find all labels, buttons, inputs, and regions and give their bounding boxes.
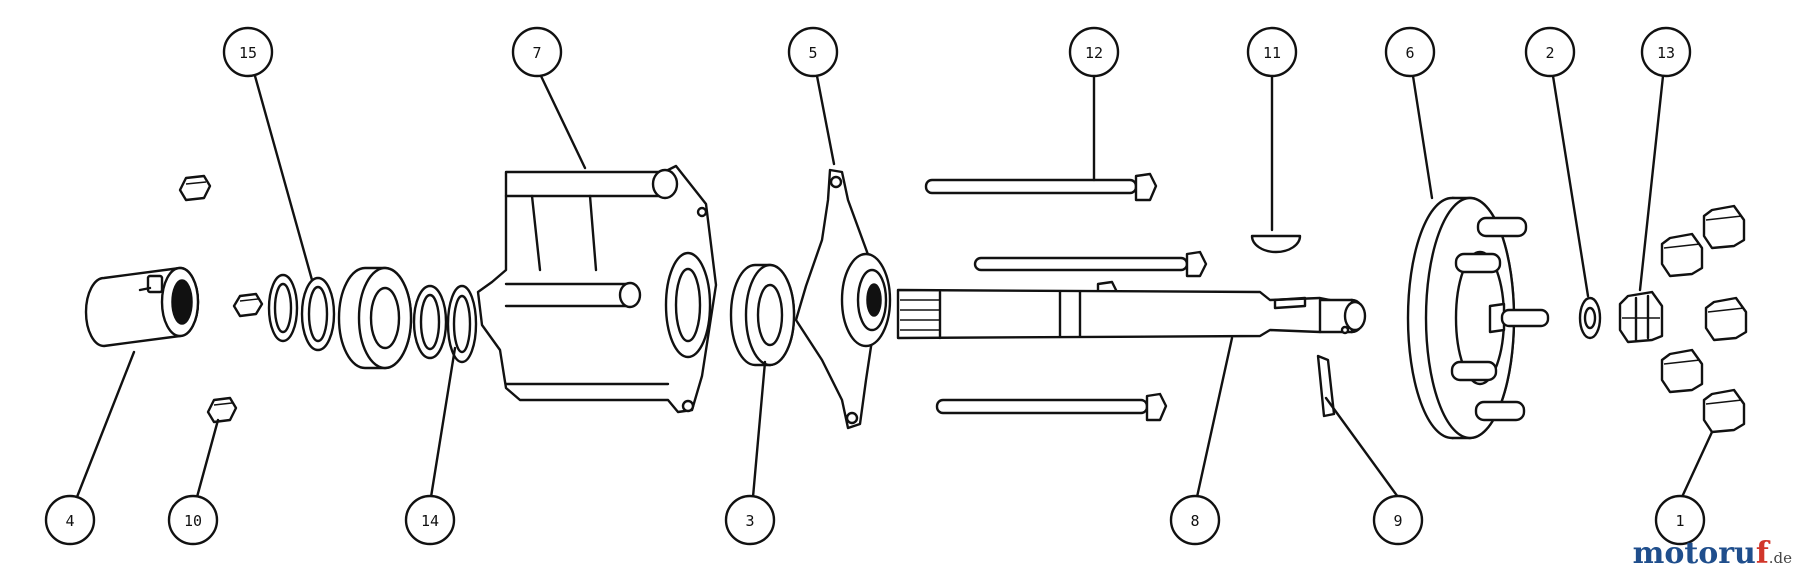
part-11-key: [1250, 234, 1302, 254]
part-9-pin: [1316, 354, 1336, 418]
callout-11-label: 11: [1263, 44, 1281, 62]
callout-7: 7: [511, 26, 563, 78]
callout-13-label: 13: [1657, 44, 1675, 62]
callout-9: 9: [1372, 494, 1424, 546]
callout-3-label: 3: [745, 512, 754, 530]
callout-8-label: 8: [1190, 512, 1199, 530]
callout-6-label: 6: [1405, 44, 1414, 62]
callout-4-label: 4: [65, 512, 74, 530]
callout-2-label: 2: [1545, 44, 1554, 62]
part-6-hub: [1406, 196, 1550, 440]
callout-14: 14: [404, 494, 456, 546]
part-5-flange: [794, 168, 892, 430]
callout-13: 13: [1640, 26, 1692, 78]
callout-15: 15: [222, 26, 274, 78]
callout-6: 6: [1384, 26, 1436, 78]
callout-10-label: 10: [184, 512, 202, 530]
callout-12: 12: [1068, 26, 1120, 78]
watermark-logo: motoruf.de: [1633, 536, 1792, 571]
callout-5-label: 5: [808, 44, 817, 62]
logo-tld: .de: [1768, 549, 1792, 567]
part-7-housing: [476, 164, 718, 414]
part-8-shaft: [896, 288, 1367, 340]
callout-12-label: 12: [1085, 44, 1103, 62]
callout-1-label: 1: [1675, 512, 1684, 530]
callout-3: 3: [724, 494, 776, 546]
callout-1: 1: [1654, 494, 1706, 546]
callout-7-label: 7: [532, 44, 541, 62]
callout-8: 8: [1169, 494, 1221, 546]
callout-2: 2: [1524, 26, 1576, 78]
callout-10: 10: [167, 494, 219, 546]
part-2-washer: [1578, 296, 1602, 340]
logo-main: motoru: [1632, 536, 1756, 571]
part-10-nuts: [178, 174, 264, 424]
callout-5: 5: [787, 26, 839, 78]
part-3-bearing: [729, 263, 796, 367]
callouts: 15 7 5 12 11 6 2 13: [44, 26, 1706, 546]
callout-9-label: 9: [1393, 512, 1402, 530]
callout-4: 4: [44, 494, 96, 546]
callout-14-label: 14: [421, 512, 439, 530]
part-4-coupling: [84, 266, 200, 348]
part-12-bolts: [924, 172, 1208, 422]
part-14-washers: [412, 284, 478, 364]
part-1-lug-nuts: [1660, 204, 1748, 434]
part-15-washers: [267, 273, 336, 352]
part-13-castle-nut: [1618, 290, 1664, 344]
callout-11: 11: [1246, 26, 1298, 78]
logo-accent: f: [1755, 536, 1769, 571]
leader-lines: [75, 74, 1714, 499]
bearing-left: [337, 266, 413, 370]
callout-15-label: 15: [239, 44, 257, 62]
